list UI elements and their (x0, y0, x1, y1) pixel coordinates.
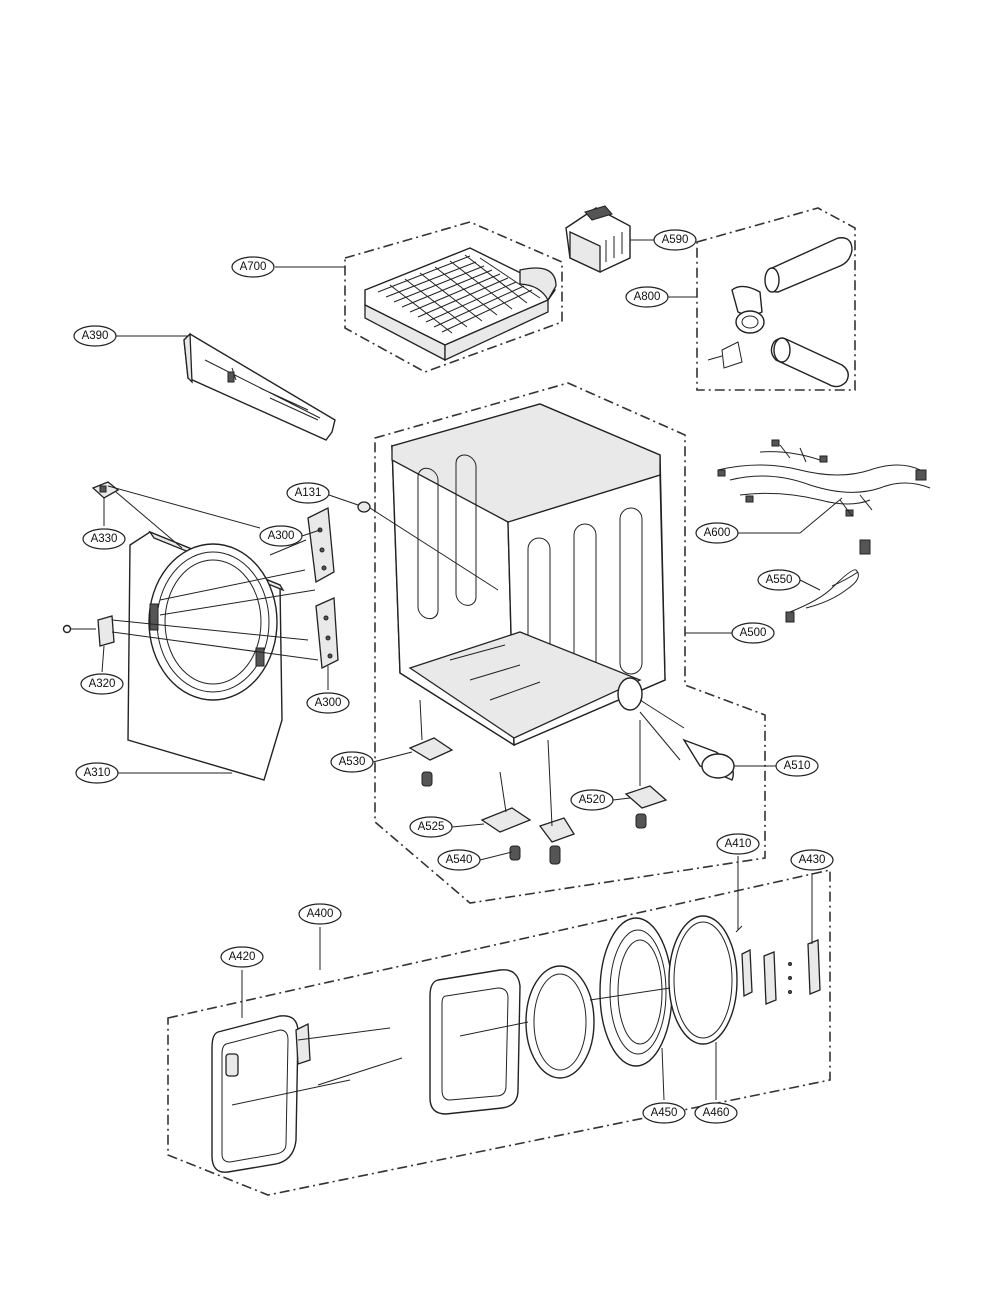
callout-leaders (101, 239, 843, 1101)
assembly-lines-left (107, 485, 319, 661)
exhaust-duct-part (639, 699, 735, 781)
callout-a450: A450 (642, 1102, 686, 1124)
svg-text:A510: A510 (784, 760, 811, 772)
svg-text:A300: A300 (268, 530, 295, 542)
svg-text:A300: A300 (315, 697, 342, 709)
svg-text:A540: A540 (446, 854, 473, 866)
svg-text:A520: A520 (579, 794, 606, 806)
front-panel-part (127, 530, 285, 781)
group-outline-door (167, 869, 831, 1196)
callout-a300-bottom: A300 (306, 692, 350, 714)
bracket-part (565, 205, 631, 274)
group-outline-cabinet (374, 382, 766, 904)
cabinet-part (391, 403, 666, 747)
duct-part (707, 237, 853, 388)
svg-text:A800: A800 (634, 291, 661, 303)
callout-a525: A525 (409, 816, 453, 838)
svg-text:A460: A460 (703, 1107, 730, 1119)
svg-text:A390: A390 (82, 330, 109, 342)
callout-a420: A420 (220, 946, 264, 968)
svg-text:A310: A310 (84, 767, 111, 779)
hinge-part (62, 615, 115, 647)
svg-text:A400: A400 (307, 908, 334, 920)
callout-a131: A131 (286, 482, 330, 504)
svg-text:A600: A600 (704, 527, 731, 539)
group-outline-duct (696, 207, 856, 391)
callout-a510: A510 (775, 755, 819, 777)
callout-a300-top: A300 (259, 525, 303, 547)
svg-text:A420: A420 (229, 951, 256, 963)
grommet-part (357, 501, 371, 513)
callout-a600: A600 (695, 522, 739, 544)
callout-a520: A520 (570, 789, 614, 811)
callout-a530: A530 (330, 751, 374, 773)
top-plate-part (364, 247, 557, 362)
svg-text:A550: A550 (766, 574, 793, 586)
callout-a700: A700 (231, 256, 275, 278)
door-assembly-part (211, 915, 821, 1173)
small-clip-part (91, 481, 120, 499)
callout-a550: A550 (757, 569, 801, 591)
callout-a430: A430 (790, 849, 834, 871)
callout-a800: A800 (625, 286, 669, 308)
svg-text:A430: A430 (799, 854, 826, 866)
callout-a400: A400 (298, 903, 342, 925)
callout-a410: A410 (716, 833, 760, 855)
svg-text:A525: A525 (418, 821, 445, 833)
svg-text:A500: A500 (740, 627, 767, 639)
callout-a460: A460 (694, 1102, 738, 1124)
svg-text:A410: A410 (725, 838, 752, 850)
callout-a500: A500 (731, 622, 775, 644)
svg-text:A131: A131 (295, 487, 322, 499)
wire-harness-part (717, 439, 931, 517)
side-bracket-bottom-part (315, 597, 339, 670)
callout-a320: A320 (80, 673, 124, 695)
control-bracket-part (183, 332, 336, 441)
svg-text:A590: A590 (662, 234, 689, 246)
leader-grommet-to-cabinet (369, 507, 499, 591)
svg-text:A450: A450 (651, 1107, 678, 1119)
svg-text:A330: A330 (91, 533, 118, 545)
group-outline-top-plate (344, 221, 563, 373)
svg-text:A320: A320 (89, 678, 116, 690)
callout-a390: A390 (73, 325, 117, 347)
svg-text:A700: A700 (240, 261, 267, 273)
svg-text:A530: A530 (339, 756, 366, 768)
power-cord-part (785, 539, 871, 623)
side-bracket-top-part (307, 506, 335, 584)
callout-a310: A310 (75, 762, 119, 784)
callout-a330: A330 (82, 528, 126, 550)
callout-a590: A590 (653, 229, 697, 251)
callout-a540: A540 (437, 849, 481, 871)
